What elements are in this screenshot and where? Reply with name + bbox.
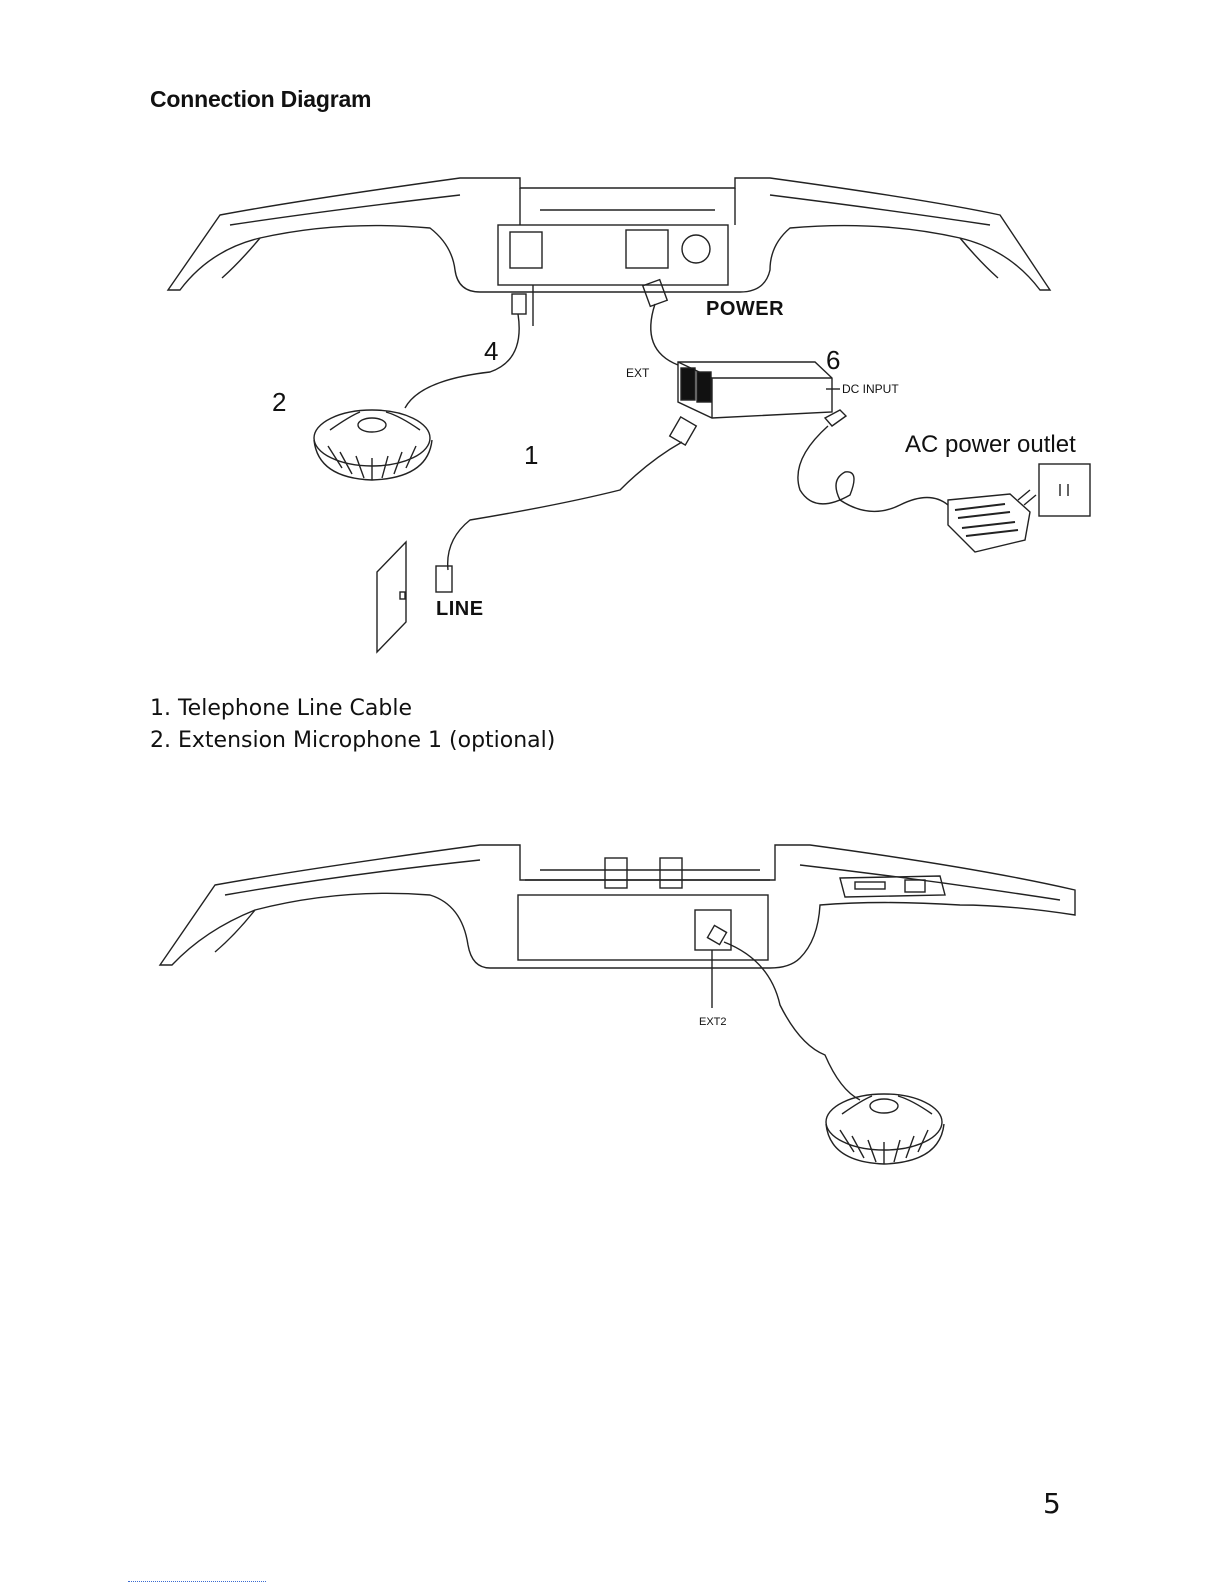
ext2-label: EXT2 [699,1016,727,1028]
plug-icon [707,925,726,944]
base-unit-body [160,845,1075,968]
footer-rule [128,1581,266,1582]
bottom-connection-diagram [0,0,1225,1200]
extension-microphone-icon [826,1094,944,1164]
ext2-port [695,910,731,950]
page-number: 5 [1043,1487,1061,1520]
